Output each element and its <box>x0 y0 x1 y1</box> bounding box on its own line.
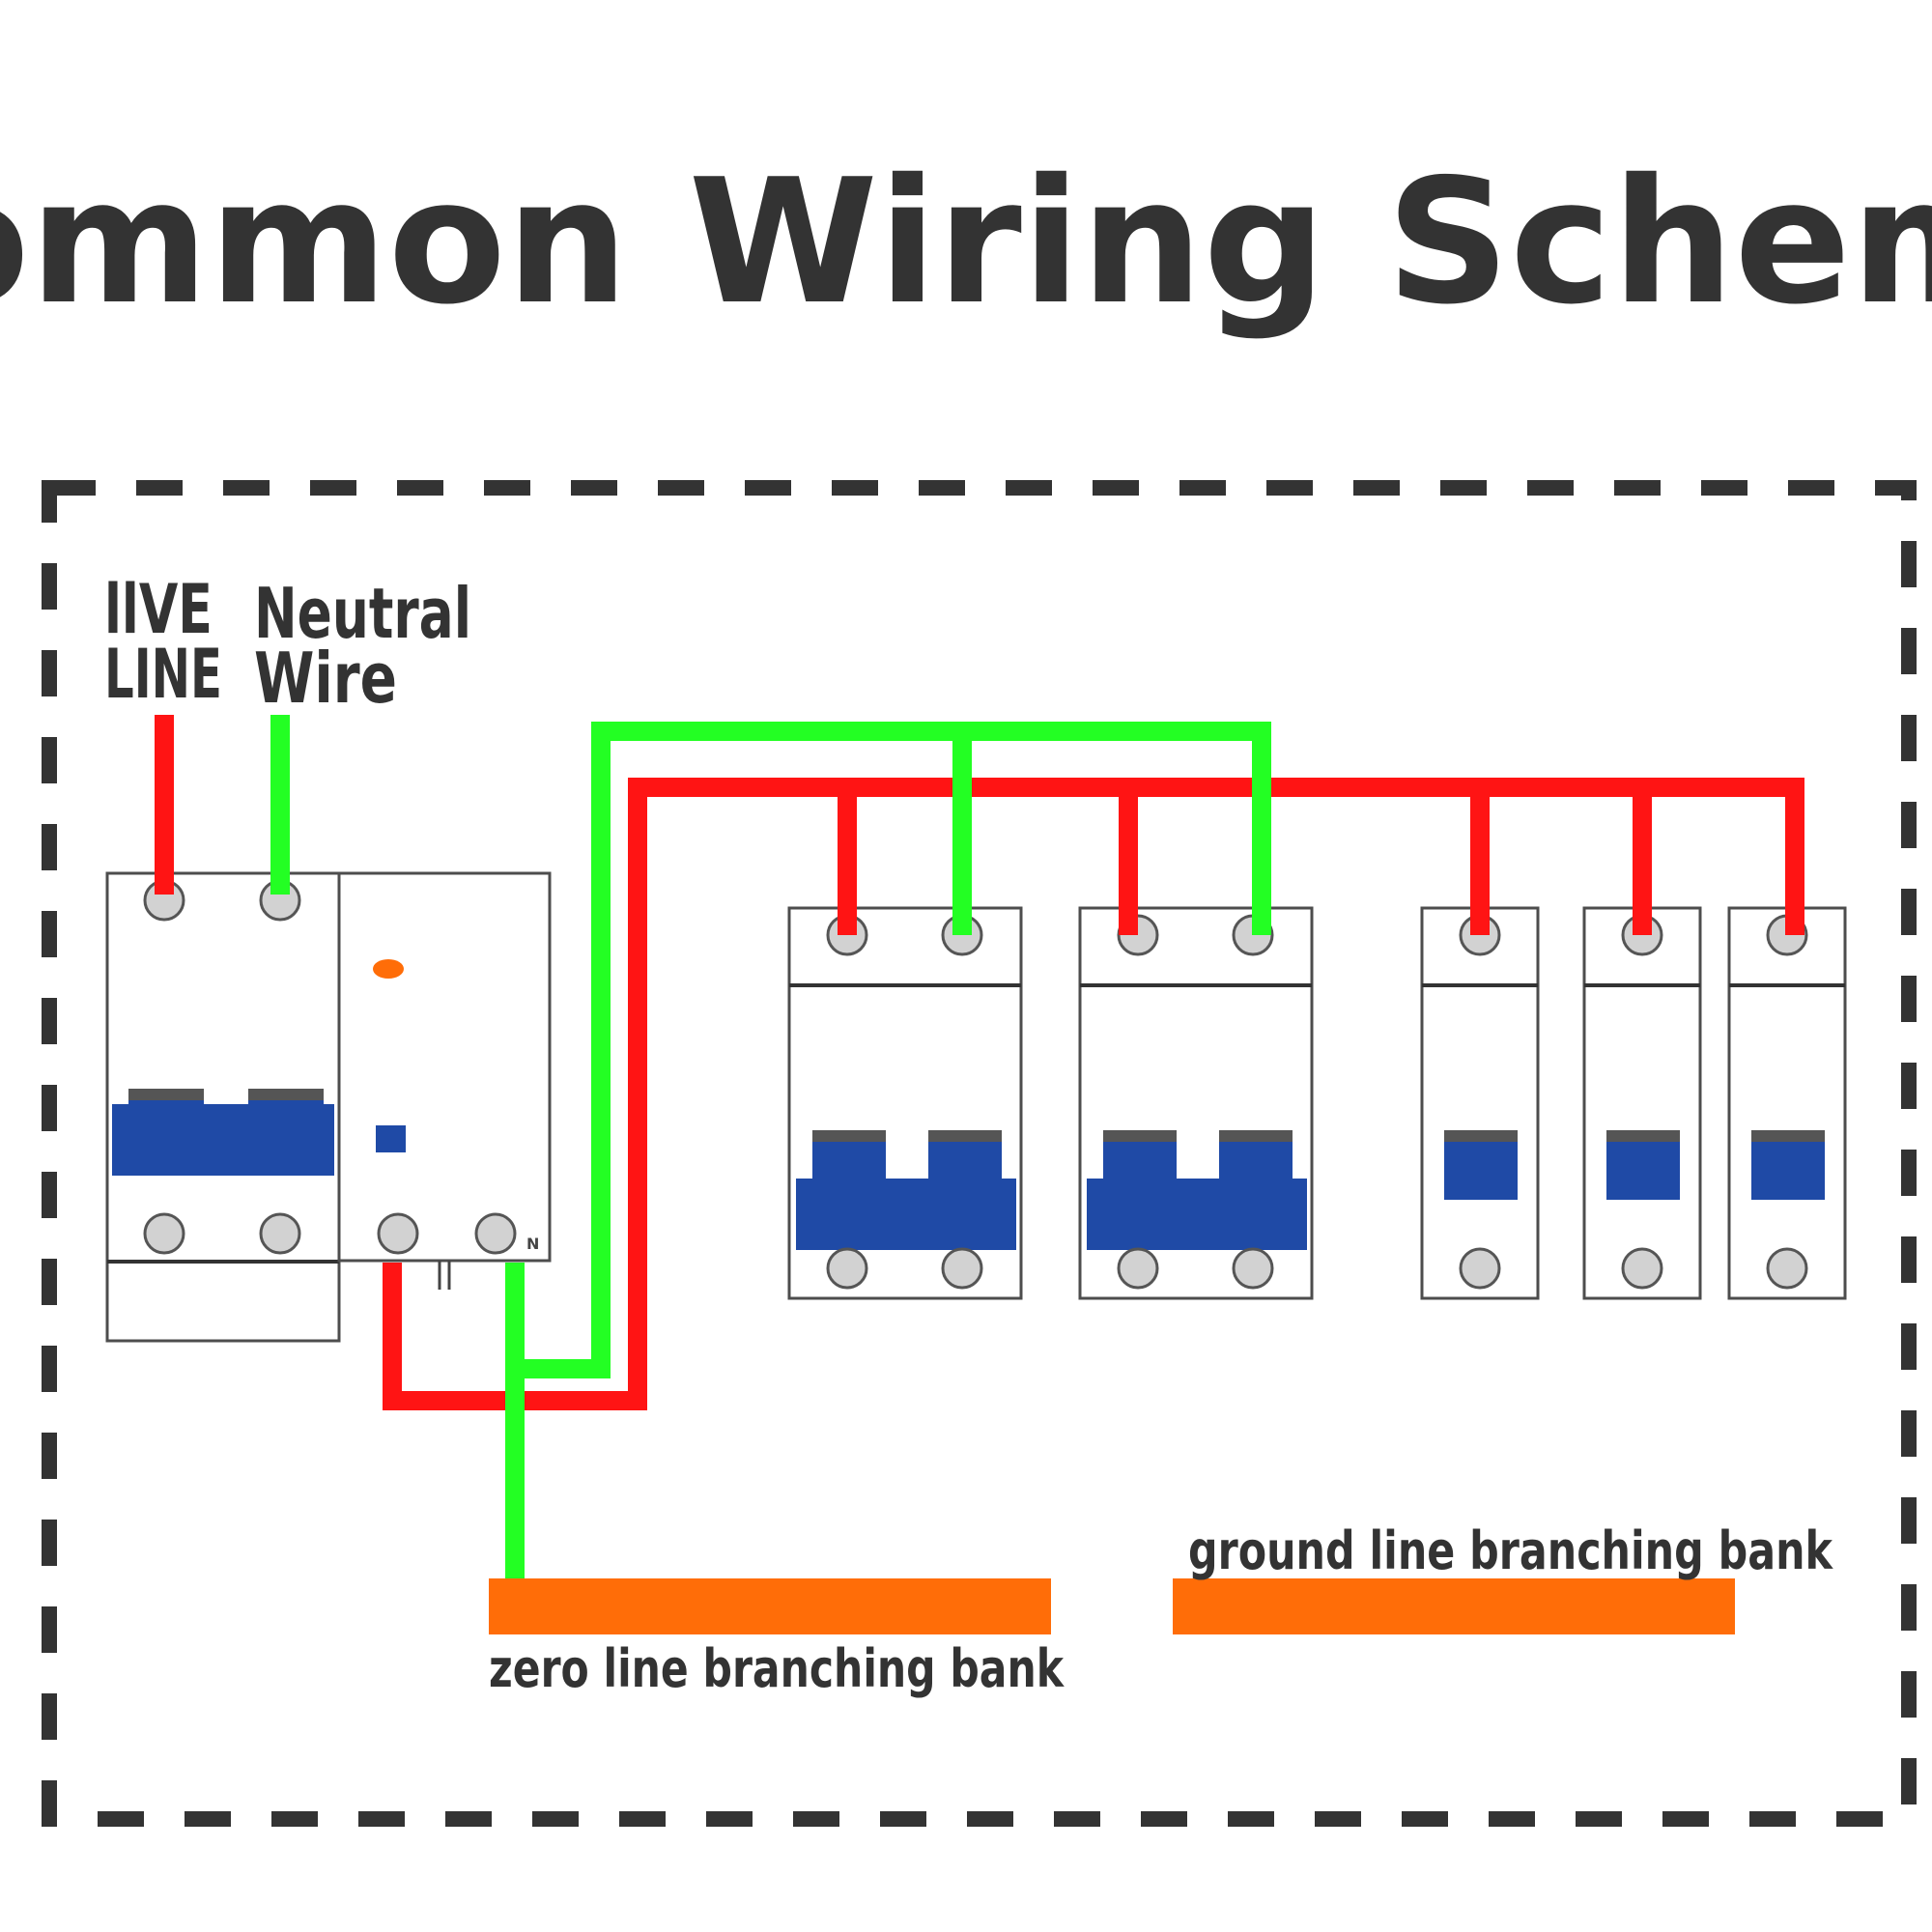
single-pole-branch-breaker-2 <box>1582 906 1702 1300</box>
neutral-wires <box>270 715 1271 1608</box>
double-pole-branch-breaker-2 <box>1078 906 1314 1300</box>
distribution-box-outline <box>42 480 1917 1827</box>
ground-line-branching-bank <box>1173 1578 1735 1634</box>
live-line-label: LINE <box>104 635 222 714</box>
page-title: Common Wiring Scheme <box>0 142 1932 342</box>
residual-current-device: N <box>337 871 552 1290</box>
neutral-terminal-label: N <box>526 1235 539 1253</box>
main-double-pole-breaker <box>105 871 341 1343</box>
zero-bank-label: zero line branching bank <box>489 1638 1065 1699</box>
live-wires <box>155 715 1804 1410</box>
neutral-wire-label: Neutral <box>254 573 471 654</box>
ground-bank-label: ground line branching bank <box>1188 1520 1833 1581</box>
single-pole-branch-breaker-3 <box>1727 906 1847 1300</box>
neutral-wire-label: Wire <box>254 638 397 719</box>
double-pole-branch-breaker-1 <box>787 906 1023 1300</box>
live-line-label: llVE <box>104 570 213 649</box>
single-pole-branch-breaker-1 <box>1420 906 1540 1300</box>
zero-line-branching-bank <box>489 1578 1051 1634</box>
